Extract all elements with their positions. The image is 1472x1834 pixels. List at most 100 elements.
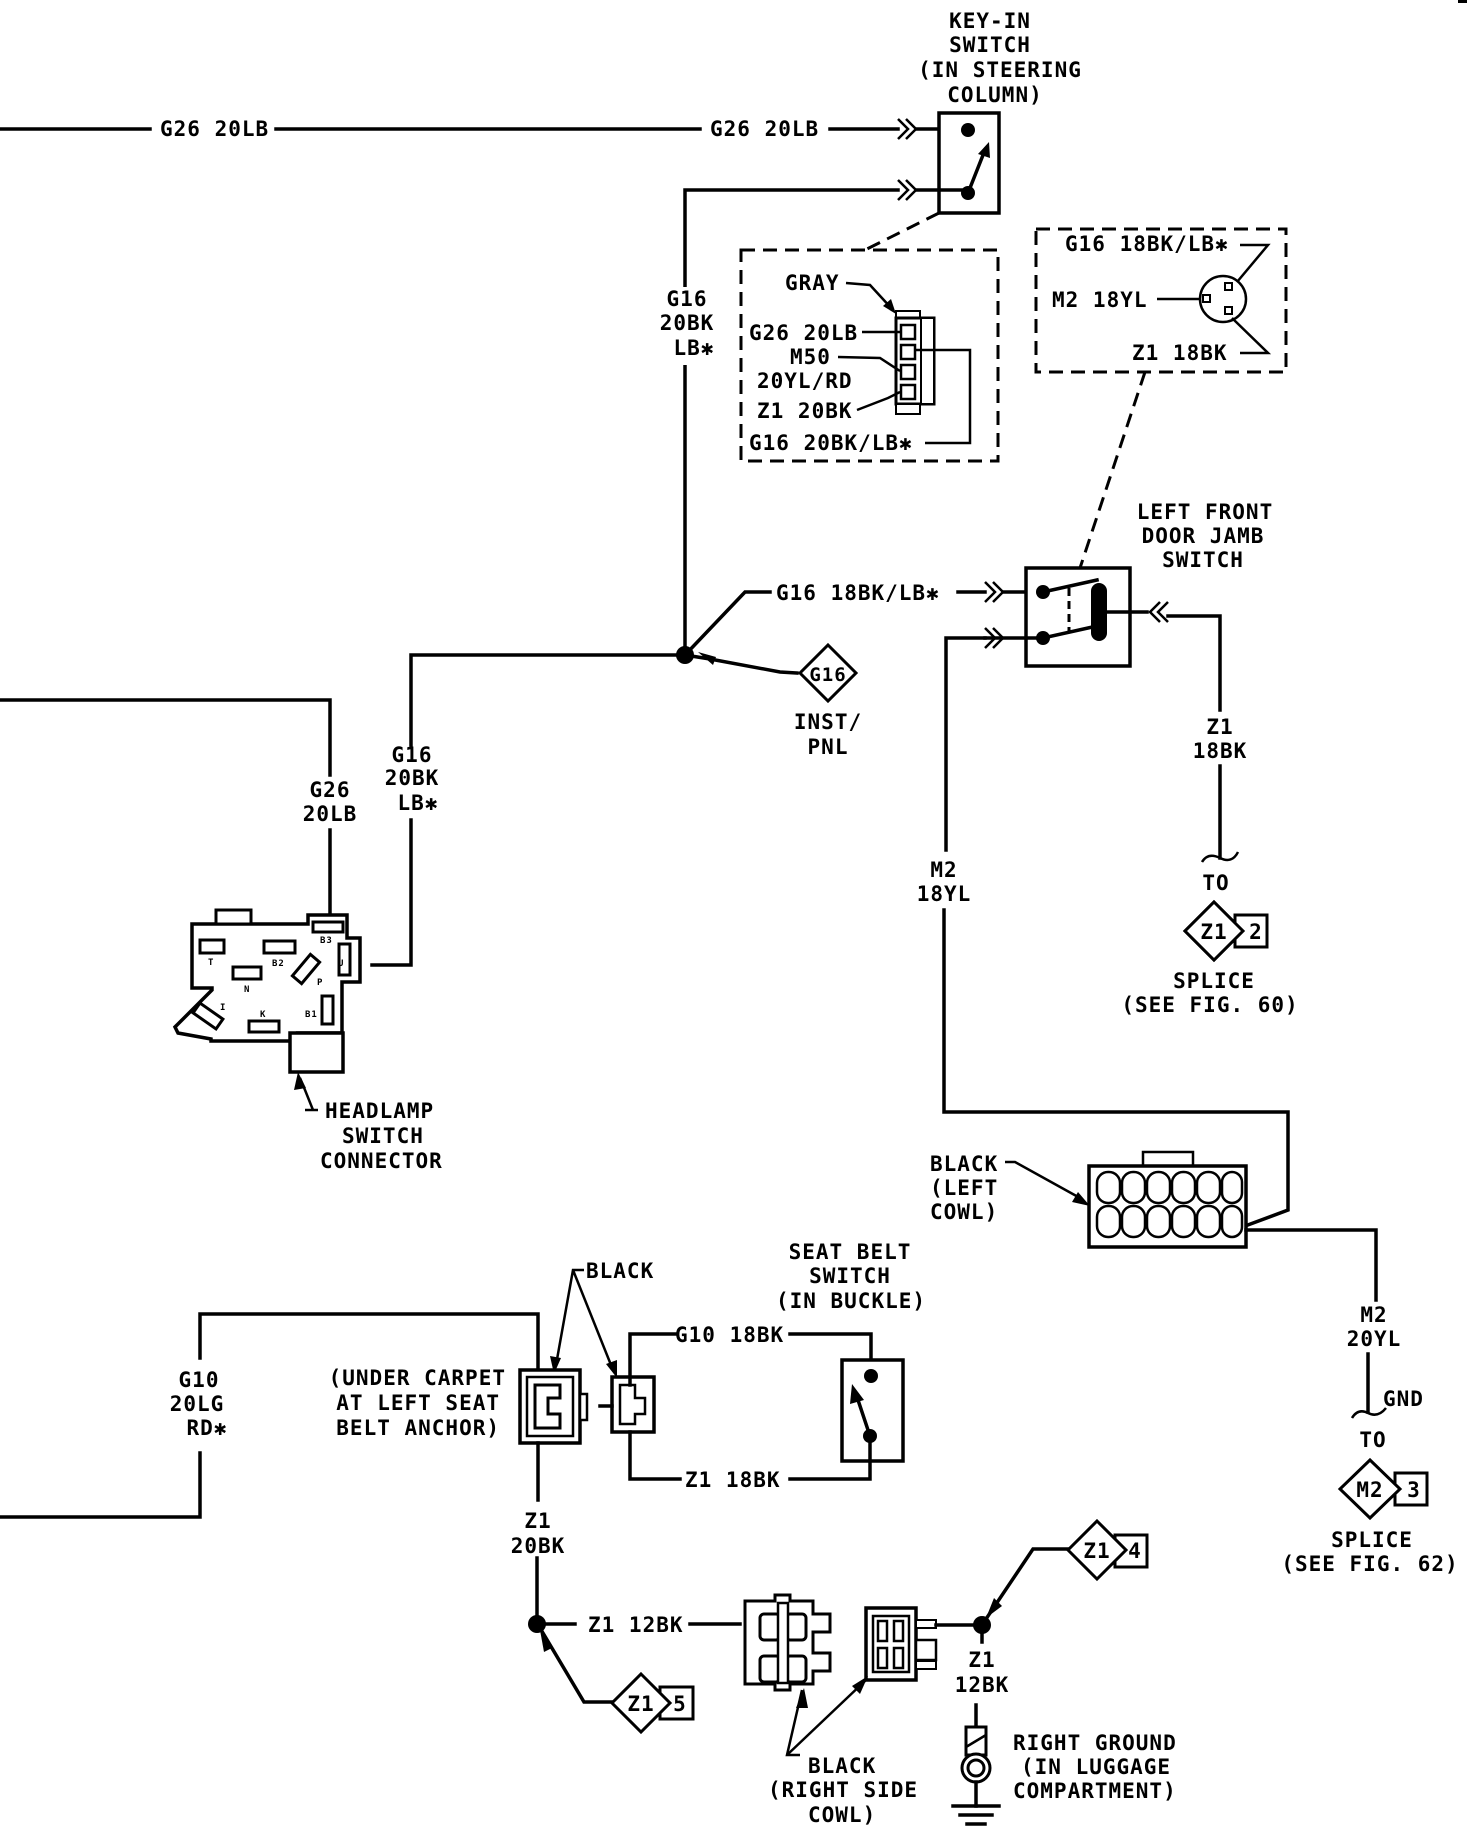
left-cowl-connector: BLACK (LEFT COWL) — [930, 1150, 1378, 1302]
ground-diamond-icon — [797, 642, 859, 704]
component-label: RIGHT GROUND — [1013, 1731, 1177, 1755]
component-label: (RIGHT SIDE — [768, 1778, 918, 1802]
leader-line — [1078, 371, 1147, 569]
wire-label: 18YL — [917, 882, 972, 906]
wire-label: 20YL — [1347, 1327, 1402, 1351]
location-label: BELT ANCHOR) — [336, 1416, 500, 1440]
splice-diamond-icon — [1337, 1457, 1403, 1521]
splice-to-label: TO — [1202, 871, 1229, 895]
round-connector-icon — [1198, 274, 1248, 324]
connector-chevron-icon — [1148, 601, 1169, 623]
splice-label: (SEE FIG. 60) — [1121, 993, 1298, 1017]
component-label: LEFT FRONT — [1137, 500, 1273, 524]
connector-pin-label: M50 — [790, 345, 831, 369]
connector-chevron-icon — [897, 179, 918, 201]
component-label: COWL) — [808, 1803, 876, 1827]
ground-label: PNL — [808, 735, 849, 759]
pin-letter: P — [317, 978, 323, 988]
splice-to-label: TO — [1359, 1428, 1386, 1452]
splice-number: 5 — [673, 1692, 687, 1716]
splice-diamond-icon — [1065, 1518, 1129, 1582]
key-in-connector-detail: GRAY G26 20LB M50 20YL/RD Z1 20BK G16 20… — [739, 248, 1000, 463]
splice-label: SPLICE — [1173, 969, 1255, 993]
connector-color-label: BLACK — [586, 1259, 654, 1283]
wire-g26-top: G26 20LB G26 20LB — [0, 117, 970, 141]
component-label: SWITCH — [1162, 548, 1244, 572]
wire-label: M2 — [930, 858, 957, 882]
key-in-switch: KEY-IN SWITCH (IN STEERING COLUMN) — [918, 9, 1082, 215]
wire-label-g26-right: G26 20LB — [710, 117, 819, 141]
wire-label-g26-left: G26 20LB — [160, 117, 269, 141]
connector-chevron-icon — [984, 581, 1005, 603]
wire-label: 20BK — [511, 1534, 566, 1558]
wire-label: 20LG — [170, 1392, 225, 1416]
wire-label: G26 — [310, 778, 351, 802]
key-in-title-3: (IN STEERING — [918, 58, 1082, 82]
under-carpet-label: (UNDER CARPET AT LEFT SEAT BELT ANCHOR) — [329, 1366, 506, 1440]
connector-pin-label: Z1 18BK — [1132, 341, 1228, 365]
wire-m2-20yl: M2 20YL GND TO M2 3 SPLICE (SEE FIG. 62) — [1281, 1303, 1458, 1576]
splice-number: 3 — [1407, 1478, 1421, 1502]
arrow-icon — [294, 1072, 306, 1090]
pin-letter: K — [260, 1010, 266, 1020]
connector-chevron-icon — [897, 118, 918, 140]
wire-g16-headlamp — [409, 653, 687, 747]
wire-label: G16 18BK/LB✱ — [776, 581, 940, 605]
splice-label: (SEE FIG. 62) — [1281, 1552, 1458, 1576]
wire-label: 20BK — [385, 766, 440, 790]
wire-label: 12BK — [955, 1673, 1010, 1697]
door-jamb-connector-detail: G16 18BK/LB✱ M2 18YL Z1 18BK — [1034, 227, 1288, 374]
wire-label: LB✱ — [398, 791, 439, 815]
wire-label: G16 — [392, 743, 433, 767]
detail-box — [1034, 227, 1288, 374]
pin-letter: B2 — [272, 959, 285, 969]
pin-letter: T — [208, 958, 214, 968]
detail-box — [739, 248, 1000, 463]
wire-label: 18BK — [1193, 739, 1248, 763]
wire-break-icon — [1350, 1407, 1387, 1419]
component-label: (IN BUCKLE) — [776, 1289, 926, 1313]
splice-code: Z1 — [1200, 920, 1227, 944]
ground-code: G16 — [809, 664, 846, 686]
connector-pin-label: G16 20BK/LB✱ — [749, 431, 913, 455]
wire-label: LB✱ — [674, 336, 715, 360]
location-label: (UNDER CARPET — [329, 1366, 506, 1390]
wire-g16-headlamp-lower — [370, 818, 413, 967]
arrow-icon — [1072, 1192, 1090, 1206]
wire-label: 20LB — [303, 802, 358, 826]
splice-number: 4 — [1128, 1539, 1142, 1563]
wire-label: G10 — [179, 1368, 220, 1392]
component-label: COWL) — [930, 1200, 998, 1224]
wire-label: Z1 — [1206, 715, 1233, 739]
wire-break-icon — [1200, 851, 1240, 863]
splice-code: Z1 — [627, 1692, 654, 1716]
door-jamb-switch: LEFT FRONT DOOR JAMB SWITCH — [1024, 500, 1273, 712]
connector-cavities — [1095, 1170, 1244, 1239]
right-side-cowl-connectors: BLACK (RIGHT SIDE COWL) — [743, 1593, 984, 1827]
key-in-title-1: KEY-IN — [949, 9, 1031, 33]
connector-chevron-icon — [984, 627, 1005, 649]
key-in-title-4: COLUMN) — [947, 83, 1043, 107]
location-label: AT LEFT SEAT — [336, 1391, 500, 1415]
pin-letter: N — [244, 985, 250, 995]
splice-label: SPLICE — [1331, 1528, 1413, 1552]
component-label: SEAT BELT — [789, 1240, 912, 1264]
wire-g16-vertical: G16 20BK LB✱ — [660, 179, 970, 657]
wire-label: 20BK — [660, 311, 715, 335]
connector-pin-label: G16 18BK/LB✱ — [1065, 232, 1229, 256]
leader-line — [864, 211, 940, 252]
wire-label: RD✱ — [187, 1416, 228, 1440]
connector-pin-label: 20YL/RD — [757, 369, 853, 393]
component-label: BLACK — [930, 1152, 998, 1176]
wire-label: Z1 18BK — [685, 1468, 781, 1492]
seat-belt-connector-pair: BLACK — [518, 1259, 682, 1502]
component-label: (LEFT — [930, 1176, 998, 1200]
component-label: HEADLAMP — [325, 1099, 434, 1123]
switch-arrow-icon — [978, 142, 990, 158]
connector-color-label: GRAY — [785, 271, 840, 295]
wire-label: G10 18BK — [675, 1323, 784, 1347]
splice-diamond-icon — [609, 1671, 673, 1735]
component-label: DOOR JAMB — [1142, 524, 1265, 548]
wire-label: G16 — [667, 287, 708, 311]
